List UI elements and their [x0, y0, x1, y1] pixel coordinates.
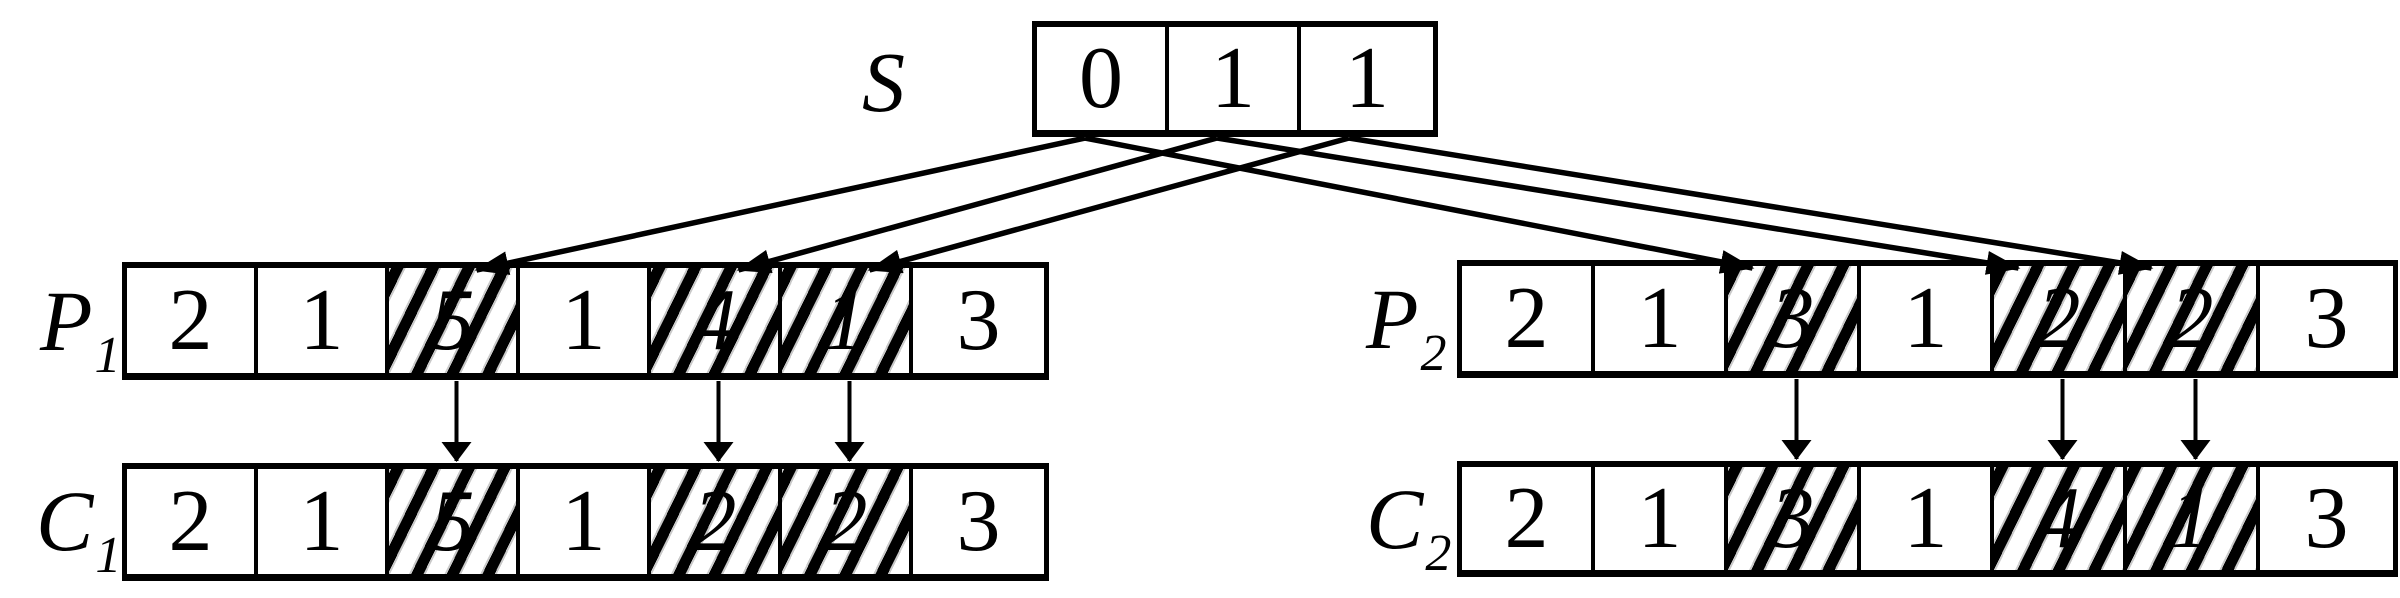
child1-label: C1 [36, 478, 121, 589]
child2-label: C2 [1366, 476, 1451, 587]
child2-label-sub: 2 [1425, 525, 1452, 582]
c2-cell-6: 1 [2127, 467, 2260, 570]
c1-cell-4: 1 [520, 469, 651, 574]
c2-cell-4: 1 [1861, 467, 1994, 570]
s-cell-1: 0 [1037, 27, 1169, 130]
c1-cell-1: 2 [127, 469, 258, 574]
c2-cell-3: 3 [1728, 467, 1861, 570]
c2-cell-1: 2 [1462, 467, 1595, 570]
mask-arrow-s1-p1-cell3 [474, 135, 1086, 275]
s-cell-2: 1 [1169, 27, 1301, 130]
p1-cell-7: 3 [913, 268, 1044, 373]
p2-cell-7: 3 [2260, 266, 2393, 371]
parent2-label: P2 [1366, 276, 1447, 387]
child1-label-sub: 1 [95, 527, 122, 584]
c1-cell-7: 3 [913, 469, 1044, 574]
p2-cell-1: 2 [1462, 266, 1595, 371]
p2-cell-5: 2 [1994, 266, 2127, 371]
mask-arrow-s3-p1-cell6 [867, 135, 1350, 274]
p2-cell-2: 1 [1595, 266, 1728, 371]
mask-label-main: S [862, 34, 905, 130]
p2-cell-6: 2 [2127, 266, 2260, 371]
p1-cell-6: 1 [782, 268, 913, 373]
mask-arrow-s1-p2-cell3 [1084, 135, 1755, 274]
parent2-label-main: P [1366, 271, 1419, 367]
parent2-label-sub: 2 [1420, 325, 1447, 382]
child2-label-main: C [1366, 471, 1424, 567]
p1-cell-1: 2 [127, 268, 258, 373]
c1-cell-2: 1 [258, 469, 389, 574]
p2-cell-4: 1 [1861, 266, 1994, 371]
p1-cell-2: 1 [258, 268, 389, 373]
parent1-label: P1 [40, 278, 121, 389]
parent1-label-sub: 1 [94, 327, 121, 384]
p2-cell-3: 3 [1728, 266, 1861, 371]
c1-cell-5: 2 [651, 469, 782, 574]
mask-arrow-s3-p2-cell6 [1348, 135, 2154, 275]
parent1-label-main: P [40, 273, 93, 369]
c2-cell-5: 4 [1994, 467, 2127, 570]
s-cell-3: 1 [1301, 27, 1433, 130]
c1-cell-6: 2 [782, 469, 913, 574]
mask-label: S [862, 39, 907, 150]
p1-cell-4: 1 [520, 268, 651, 373]
mask-arrow-s2-p1-cell5 [736, 135, 1218, 274]
child1-label-main: C [36, 473, 94, 569]
p1-cell-3: 5 [389, 268, 520, 373]
p1-cell-5: 4 [651, 268, 782, 373]
c1-cell-3: 5 [389, 469, 520, 574]
c2-cell-7: 3 [2260, 467, 2393, 570]
c2-cell-2: 1 [1595, 467, 1728, 570]
mask-arrow-s2-p2-cell5 [1216, 135, 2021, 275]
